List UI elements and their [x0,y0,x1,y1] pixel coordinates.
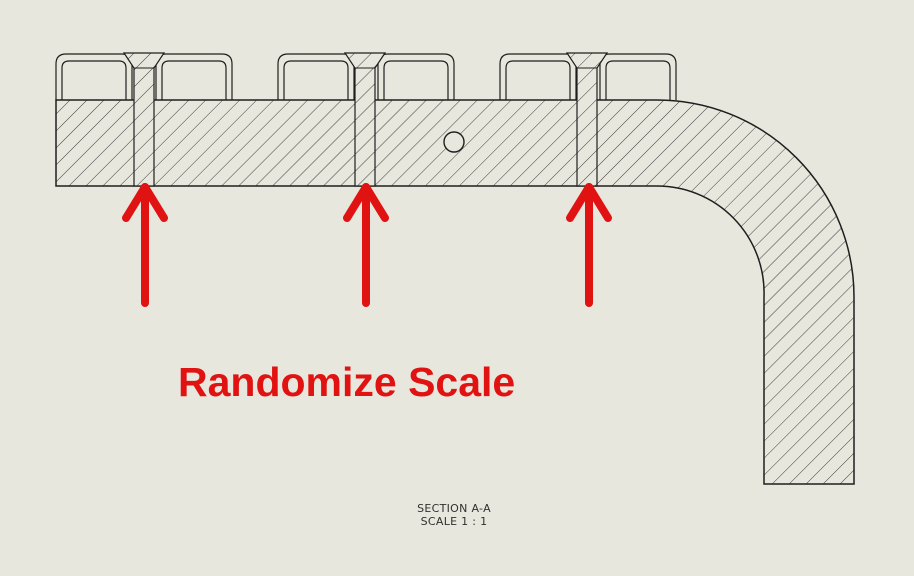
arrow-up-icon [122,183,168,307]
red-arrows [122,183,612,307]
arrow-up-icon [566,183,612,307]
screw [122,52,166,187]
alignment-hole [443,131,465,153]
view-caption: SECTION A-A SCALE 1 : 1 [354,502,554,528]
screw [343,52,387,187]
section-label: SECTION A-A [417,502,491,515]
arrow-up-icon [343,183,389,307]
scale-label: SCALE 1 : 1 [420,515,488,528]
screw [565,52,609,187]
screws [122,52,609,187]
callout-text: Randomize Scale [178,359,516,405]
